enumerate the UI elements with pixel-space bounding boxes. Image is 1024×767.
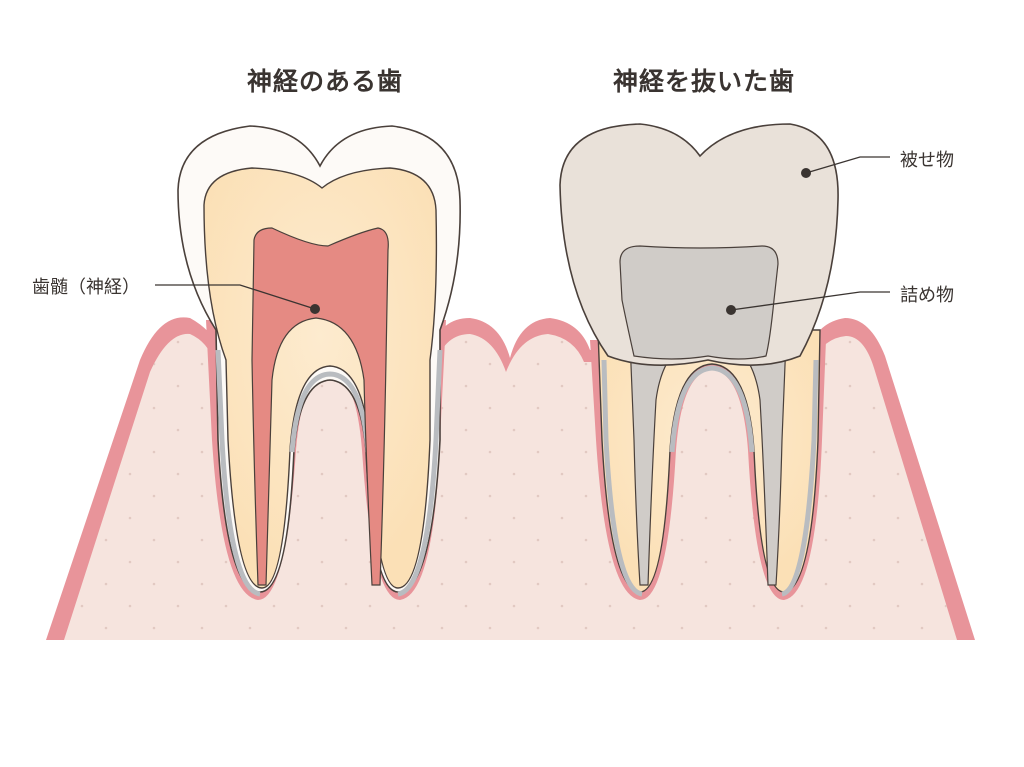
title-left: 神経のある歯 [246,67,403,96]
gum [46,317,975,640]
title-right: 神経を抜いた歯 [612,67,795,96]
label-crown: 被せ物 [900,150,954,171]
crown-leader [805,156,890,174]
label-filling: 詰め物 [900,285,954,306]
filling-leader [730,291,890,311]
left-tooth [177,125,461,600]
label-pulp: 歯髄（神経） [32,277,140,298]
right-filling [619,245,779,360]
leader-lines [155,156,890,311]
left-pulp [251,227,389,586]
pulp-leader [155,284,316,310]
